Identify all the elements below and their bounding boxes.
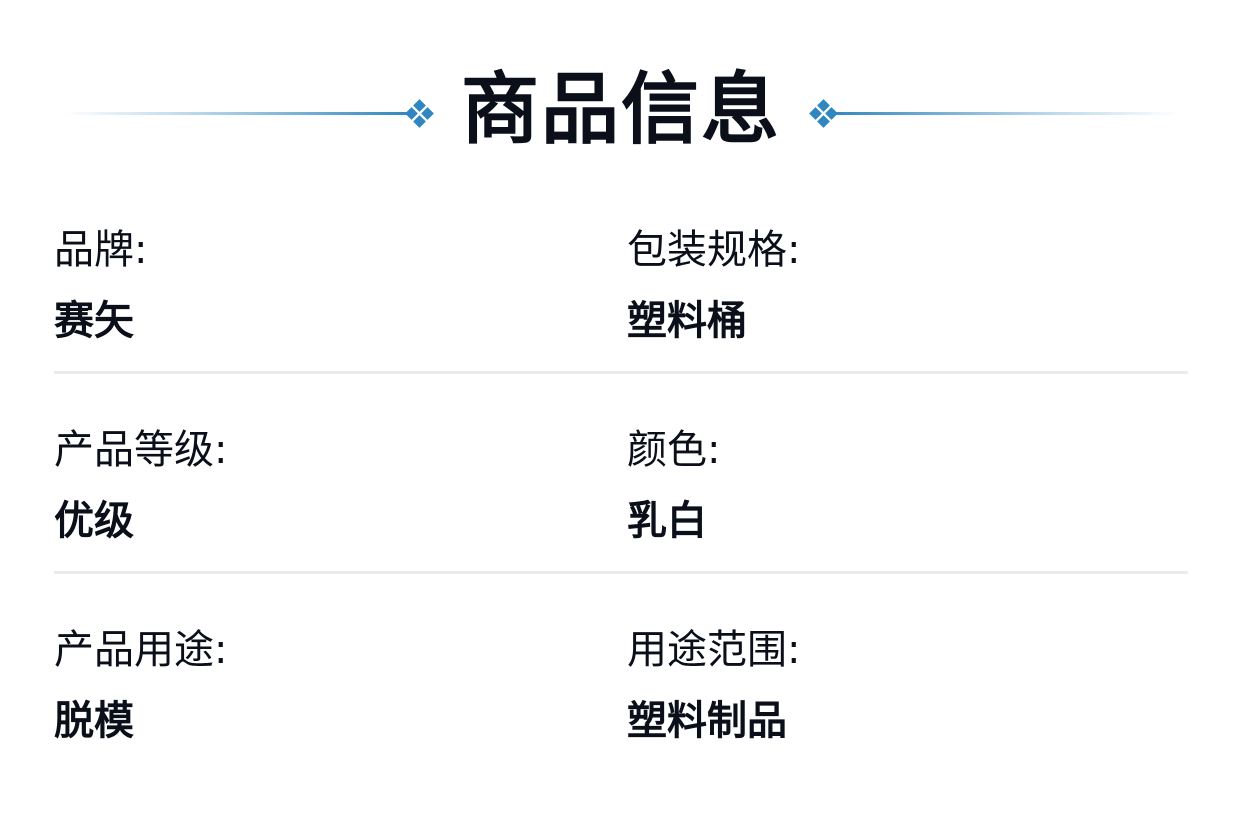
info-value: 塑料桶: [627, 298, 747, 344]
info-label: 用途范围:: [627, 627, 801, 673]
row-divider: [54, 571, 1188, 574]
info-label: 产品用途:: [54, 627, 228, 673]
info-value: 赛矢: [54, 298, 134, 344]
product-info-grid: 品牌: 赛矢 包装规格: 塑料桶 产品等级: 优级 颜色: 乳白 产品用途: 脱…: [54, 200, 1188, 800]
info-label: 品牌:: [54, 227, 148, 273]
info-row: 产品等级: 优级 颜色: 乳白: [54, 400, 1188, 600]
info-value: 乳白: [627, 498, 707, 544]
info-value: 脱模: [54, 698, 134, 744]
section-title: 商品信息: [460, 65, 781, 155]
info-value: 塑料制品: [627, 698, 787, 744]
info-row: 产品用途: 脱模 用途范围: 塑料制品: [54, 600, 1188, 800]
row-divider: [54, 371, 1188, 374]
header-line-right: [830, 112, 1180, 115]
header-line-left: [62, 112, 412, 115]
info-label: 产品等级:: [54, 427, 228, 473]
info-value: 优级: [54, 498, 134, 544]
info-label: 包装规格:: [627, 227, 801, 273]
section-header: 商品信息: [0, 60, 1242, 160]
info-row: 品牌: 赛矢 包装规格: 塑料桶: [54, 200, 1188, 400]
info-label: 颜色:: [627, 427, 721, 473]
